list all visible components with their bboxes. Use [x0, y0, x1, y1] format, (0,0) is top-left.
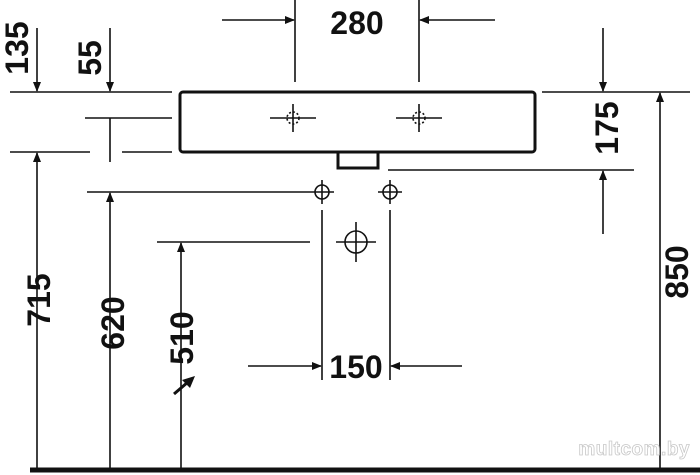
dimension-620: 620 [95, 192, 131, 468]
dimension-135: 135 [0, 21, 41, 92]
drain-outlet [157, 222, 376, 262]
supply-connections [87, 180, 402, 380]
dimension-510: 510 [164, 242, 200, 468]
dimension-label-620: 620 [95, 296, 131, 349]
dimension-280: 280 [222, 0, 495, 82]
right-reference-lines [388, 91, 690, 171]
dimension-850: 850 [656, 92, 695, 468]
arrow-up-right-icon [173, 376, 195, 396]
dimension-label-715: 715 [21, 273, 57, 326]
rim-reference-lines [10, 91, 172, 153]
dimension-55: 55 [72, 28, 114, 92]
dimension-label-135: 135 [0, 21, 35, 74]
dimension-175: 175 [589, 28, 625, 234]
tap-hole-left [270, 104, 316, 132]
dimension-label-175: 175 [589, 101, 625, 154]
dimension-label-280: 280 [330, 5, 383, 41]
dimension-label-55: 55 [72, 40, 108, 76]
dimension-label-510: 510 [164, 311, 200, 364]
dimension-label-150: 150 [329, 349, 382, 385]
drain-neck [336, 152, 380, 170]
dimension-715: 715 [21, 152, 57, 468]
tap-hole-right [396, 104, 442, 132]
dimension-label-850: 850 [659, 245, 695, 298]
basin-outline [178, 90, 537, 170]
watermark: multcom.by [578, 439, 690, 460]
dimension-150: 150 [248, 349, 462, 385]
